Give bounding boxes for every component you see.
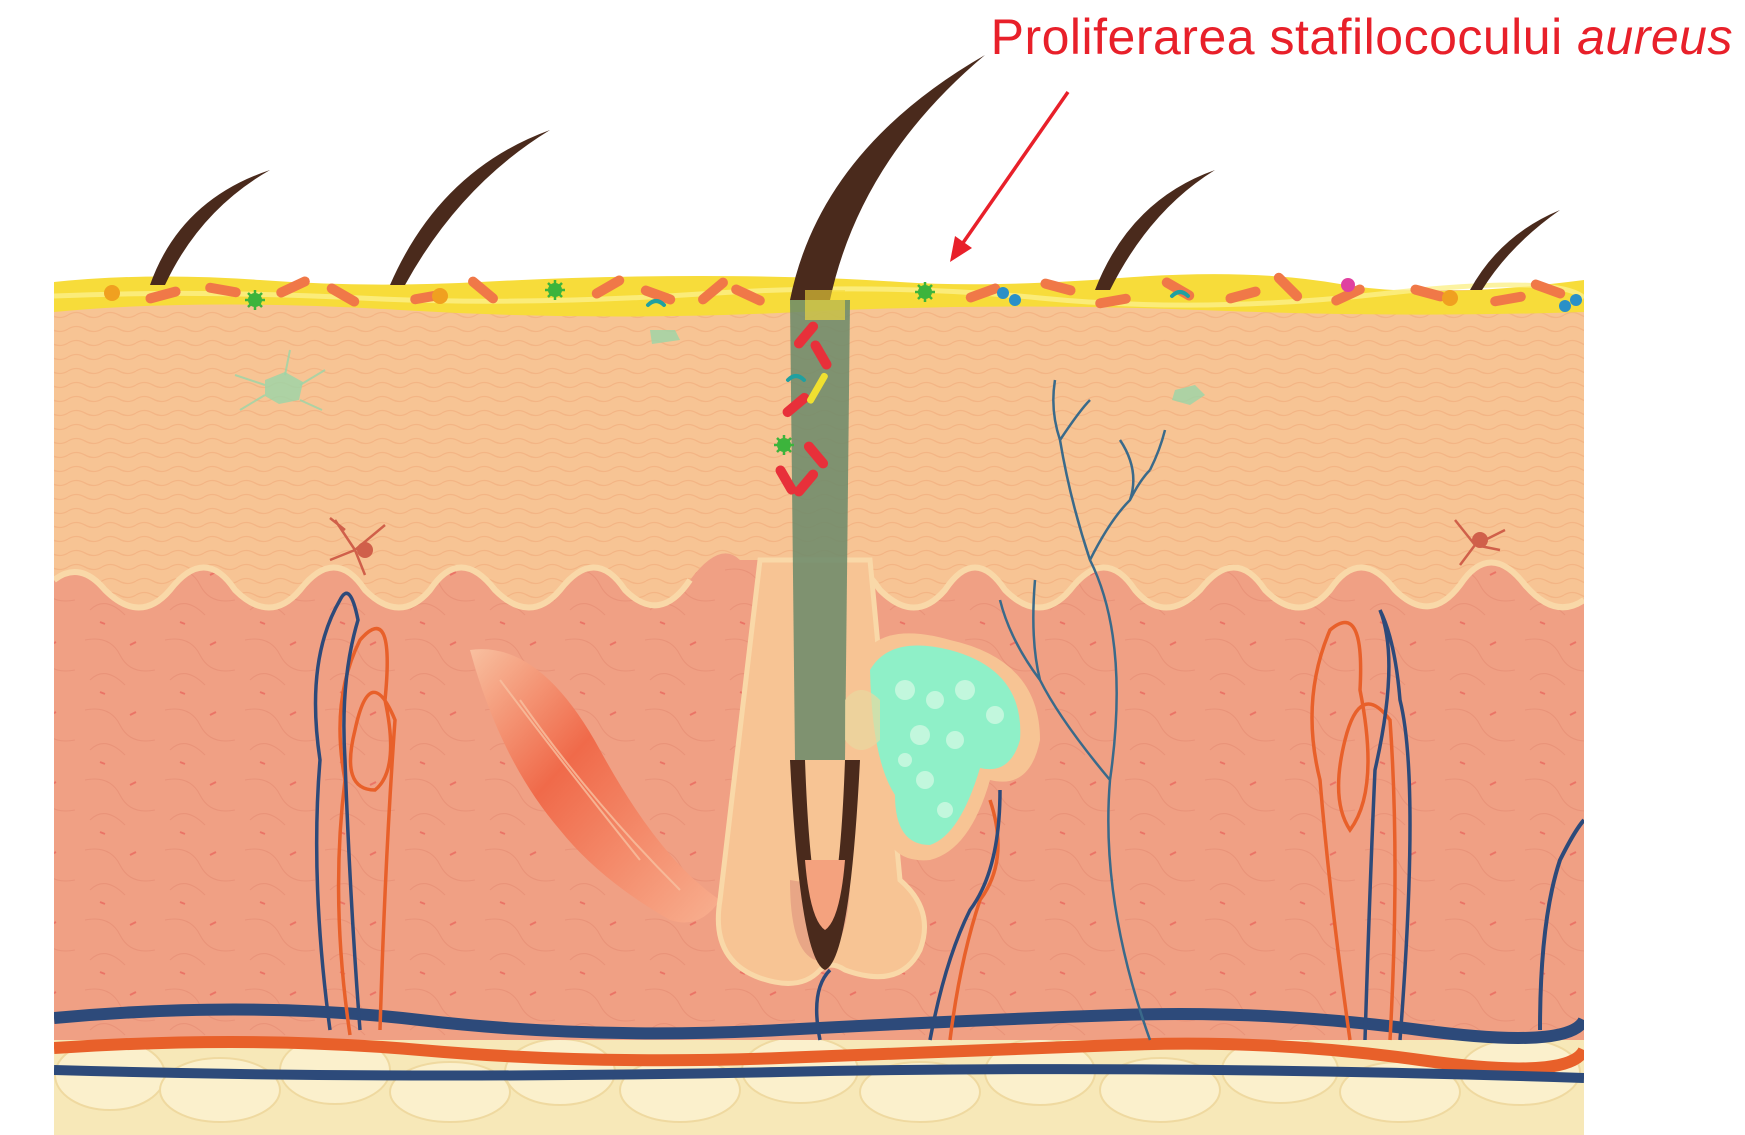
annotation-label-italic: aureus [1577,9,1733,65]
central-hair [790,55,985,300]
hair-shaft-follicle [790,300,850,760]
annotation-label: Proliferarea stafilococului aureus [991,10,1733,65]
surface-hairs [150,55,1560,300]
annotation-arrow [950,92,1068,262]
annotation-label-main: Proliferarea stafilococului [991,9,1578,65]
